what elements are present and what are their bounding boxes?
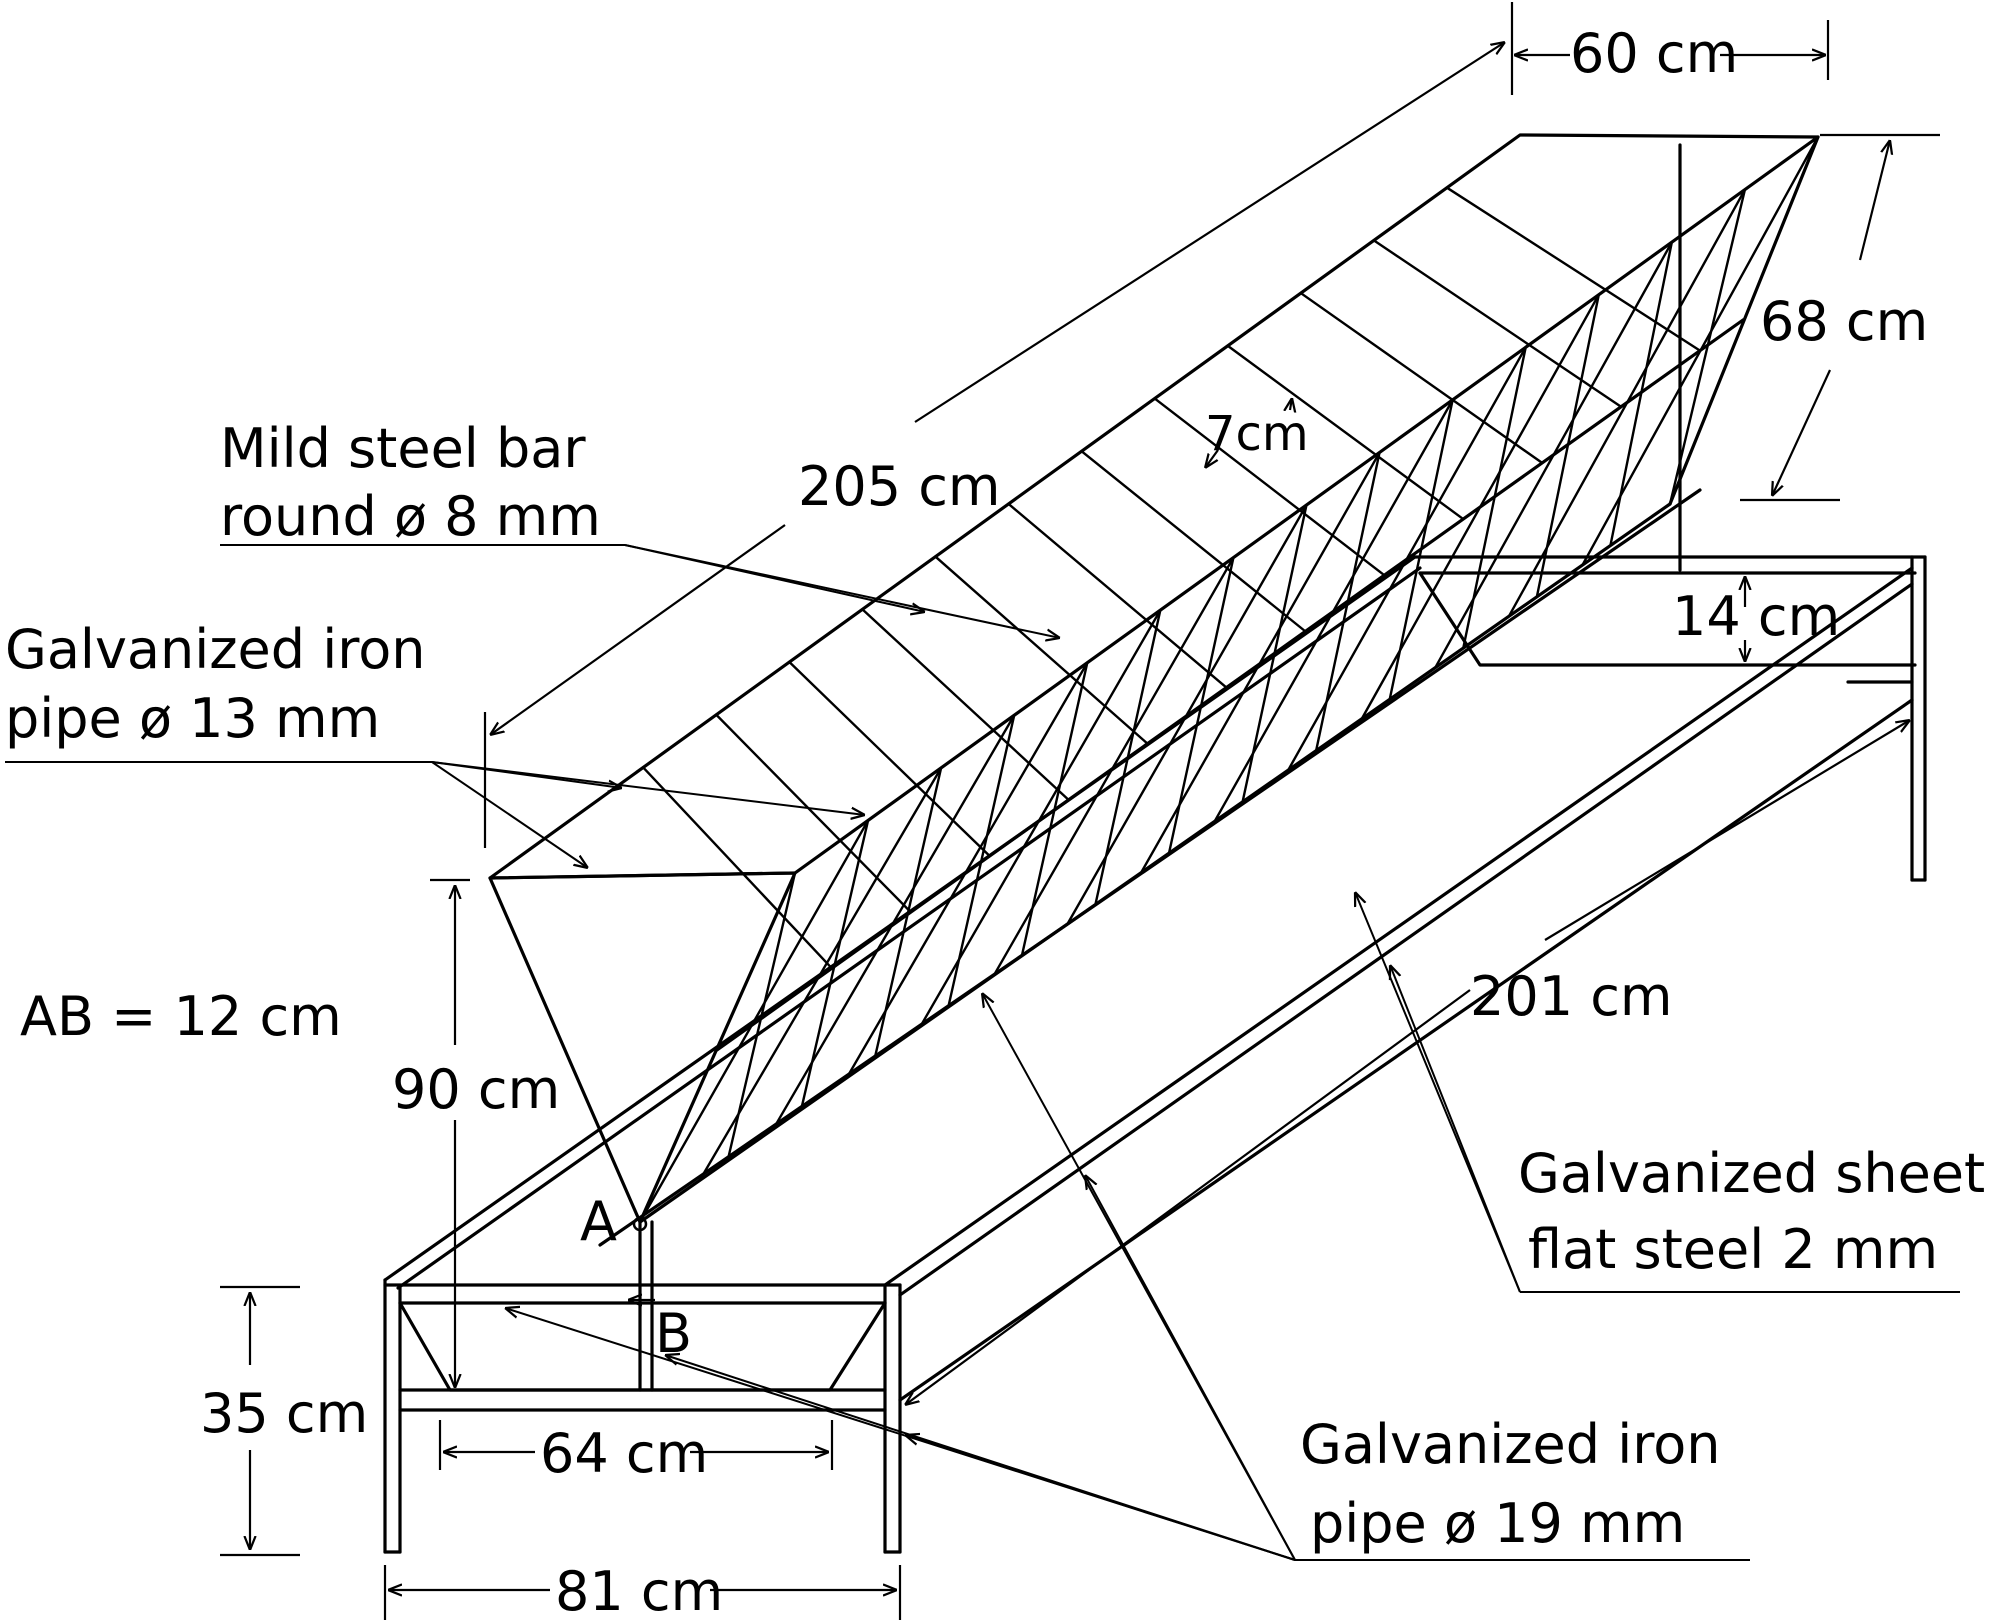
rack-back-slat bbox=[1372, 239, 1623, 408]
trough-back-end-profile bbox=[1418, 571, 1917, 667]
rack-back-slat bbox=[641, 766, 834, 970]
label-gi19-line2: pipe ø 19 mm bbox=[1310, 1492, 1685, 1555]
label-point-b: B bbox=[655, 1302, 692, 1365]
dim-68-arrow-bottom bbox=[1772, 369, 1831, 496]
label-ab: AB = 12 cm bbox=[20, 985, 342, 1048]
rack-back-slat bbox=[1226, 344, 1465, 521]
label-201cm: 201 cm bbox=[1470, 965, 1673, 1028]
trough bbox=[383, 555, 1927, 1402]
point-a-marker bbox=[632, 1216, 648, 1232]
rack-back-slat bbox=[1153, 397, 1386, 577]
rack-lattice-bar bbox=[1507, 188, 1747, 618]
rack-lattice-bar bbox=[1139, 451, 1381, 874]
rack-lattice-bar bbox=[992, 556, 1235, 977]
rack-back-slat bbox=[934, 555, 1149, 745]
rack-lattice-bar bbox=[1581, 135, 1820, 567]
rack-outer-rail bbox=[598, 488, 1702, 1247]
labels: 60 cm 68 cm 205 cm 7cm 14 cm 201 cm 90 c… bbox=[5, 22, 1985, 1623]
label-90cm: 90 cm bbox=[392, 1058, 560, 1121]
rack-lattice-bar bbox=[1668, 135, 1820, 506]
rack-lattice-bar bbox=[1213, 398, 1454, 823]
sheet-leader-2 bbox=[1390, 965, 1521, 1293]
trough-back-top-edge bbox=[383, 555, 1417, 1282]
rack-front-end-triangle bbox=[488, 871, 797, 1224]
rack-back-slat bbox=[788, 660, 991, 858]
dim-201-arrow-upper bbox=[1544, 720, 1910, 941]
trough-front-bottom-edge bbox=[898, 698, 1914, 1402]
gi13-leader-3 bbox=[431, 761, 588, 868]
rack-lattice-bar bbox=[1434, 240, 1674, 669]
label-sheet-line1: Galvanized sheet bbox=[1518, 1142, 1985, 1205]
rack-lattice-bar bbox=[1668, 188, 1747, 506]
gi19-leader-3 bbox=[905, 1435, 1296, 1561]
label-sheet-line2: flat steel 2 mm bbox=[1528, 1218, 1938, 1281]
dim-68-arrow-top bbox=[1858, 140, 1890, 261]
label-gi19-line1: Galvanized iron bbox=[1300, 1413, 1721, 1476]
rack-back-slat bbox=[1445, 186, 1702, 352]
label-205cm: 205 cm bbox=[798, 455, 1001, 518]
label-gi13-line1: Galvanized iron bbox=[5, 618, 426, 681]
front-end-frame bbox=[383, 1216, 902, 1554]
dim-201-arrow-lower bbox=[905, 989, 1471, 1405]
rack-back-slat bbox=[714, 713, 912, 914]
rack-lattice-bar bbox=[1066, 503, 1308, 926]
dimension-lines bbox=[220, 2, 1940, 1620]
rack-lattice-bar bbox=[1609, 240, 1674, 547]
label-64cm: 64 cm bbox=[540, 1422, 708, 1485]
label-81cm: 81 cm bbox=[555, 1560, 723, 1623]
dim-205-arrow-lower bbox=[490, 524, 786, 735]
mild-steel-leader-2 bbox=[624, 544, 1060, 638]
label-68cm: 68 cm bbox=[1760, 290, 1928, 353]
trough-front-top-edge-inner bbox=[898, 582, 1914, 1297]
label-gi13-line2: pipe ø 13 mm bbox=[5, 687, 380, 750]
label-60cm: 60 cm bbox=[1570, 22, 1738, 85]
rack-back-slat bbox=[1080, 449, 1307, 633]
trough-end-profile bbox=[398, 1301, 887, 1392]
label-14cm: 14 cm bbox=[1672, 585, 1840, 648]
dim-7-arrow-upper bbox=[1290, 398, 1292, 410]
rack-bar-group bbox=[638, 135, 1820, 1224]
label-35cm: 35 cm bbox=[200, 1382, 368, 1445]
rack-back-slat bbox=[861, 608, 1070, 802]
gi19-leader-5 bbox=[1085, 1175, 1296, 1561]
label-mild-steel-line2: round ø 8 mm bbox=[220, 485, 601, 548]
rack-back-slat bbox=[1299, 291, 1544, 465]
label-point-a: A bbox=[580, 1190, 617, 1253]
gi13-leader-2 bbox=[431, 761, 865, 815]
rack-lattice-bar bbox=[1360, 293, 1600, 721]
trough-back-top-edge-inner bbox=[396, 566, 1422, 1290]
label-mild-steel-line1: Mild steel bar bbox=[220, 417, 586, 480]
rack-back-slat bbox=[1007, 502, 1228, 689]
trough-front-top-edge bbox=[883, 566, 1914, 1287]
label-7cm: 7cm bbox=[1205, 406, 1309, 462]
leader-lines bbox=[5, 544, 1960, 1561]
rack-lattice-bar bbox=[1286, 346, 1527, 772]
dim-7-arrow-lower bbox=[1205, 449, 1219, 468]
dim-205-arrow-upper bbox=[914, 42, 1505, 423]
